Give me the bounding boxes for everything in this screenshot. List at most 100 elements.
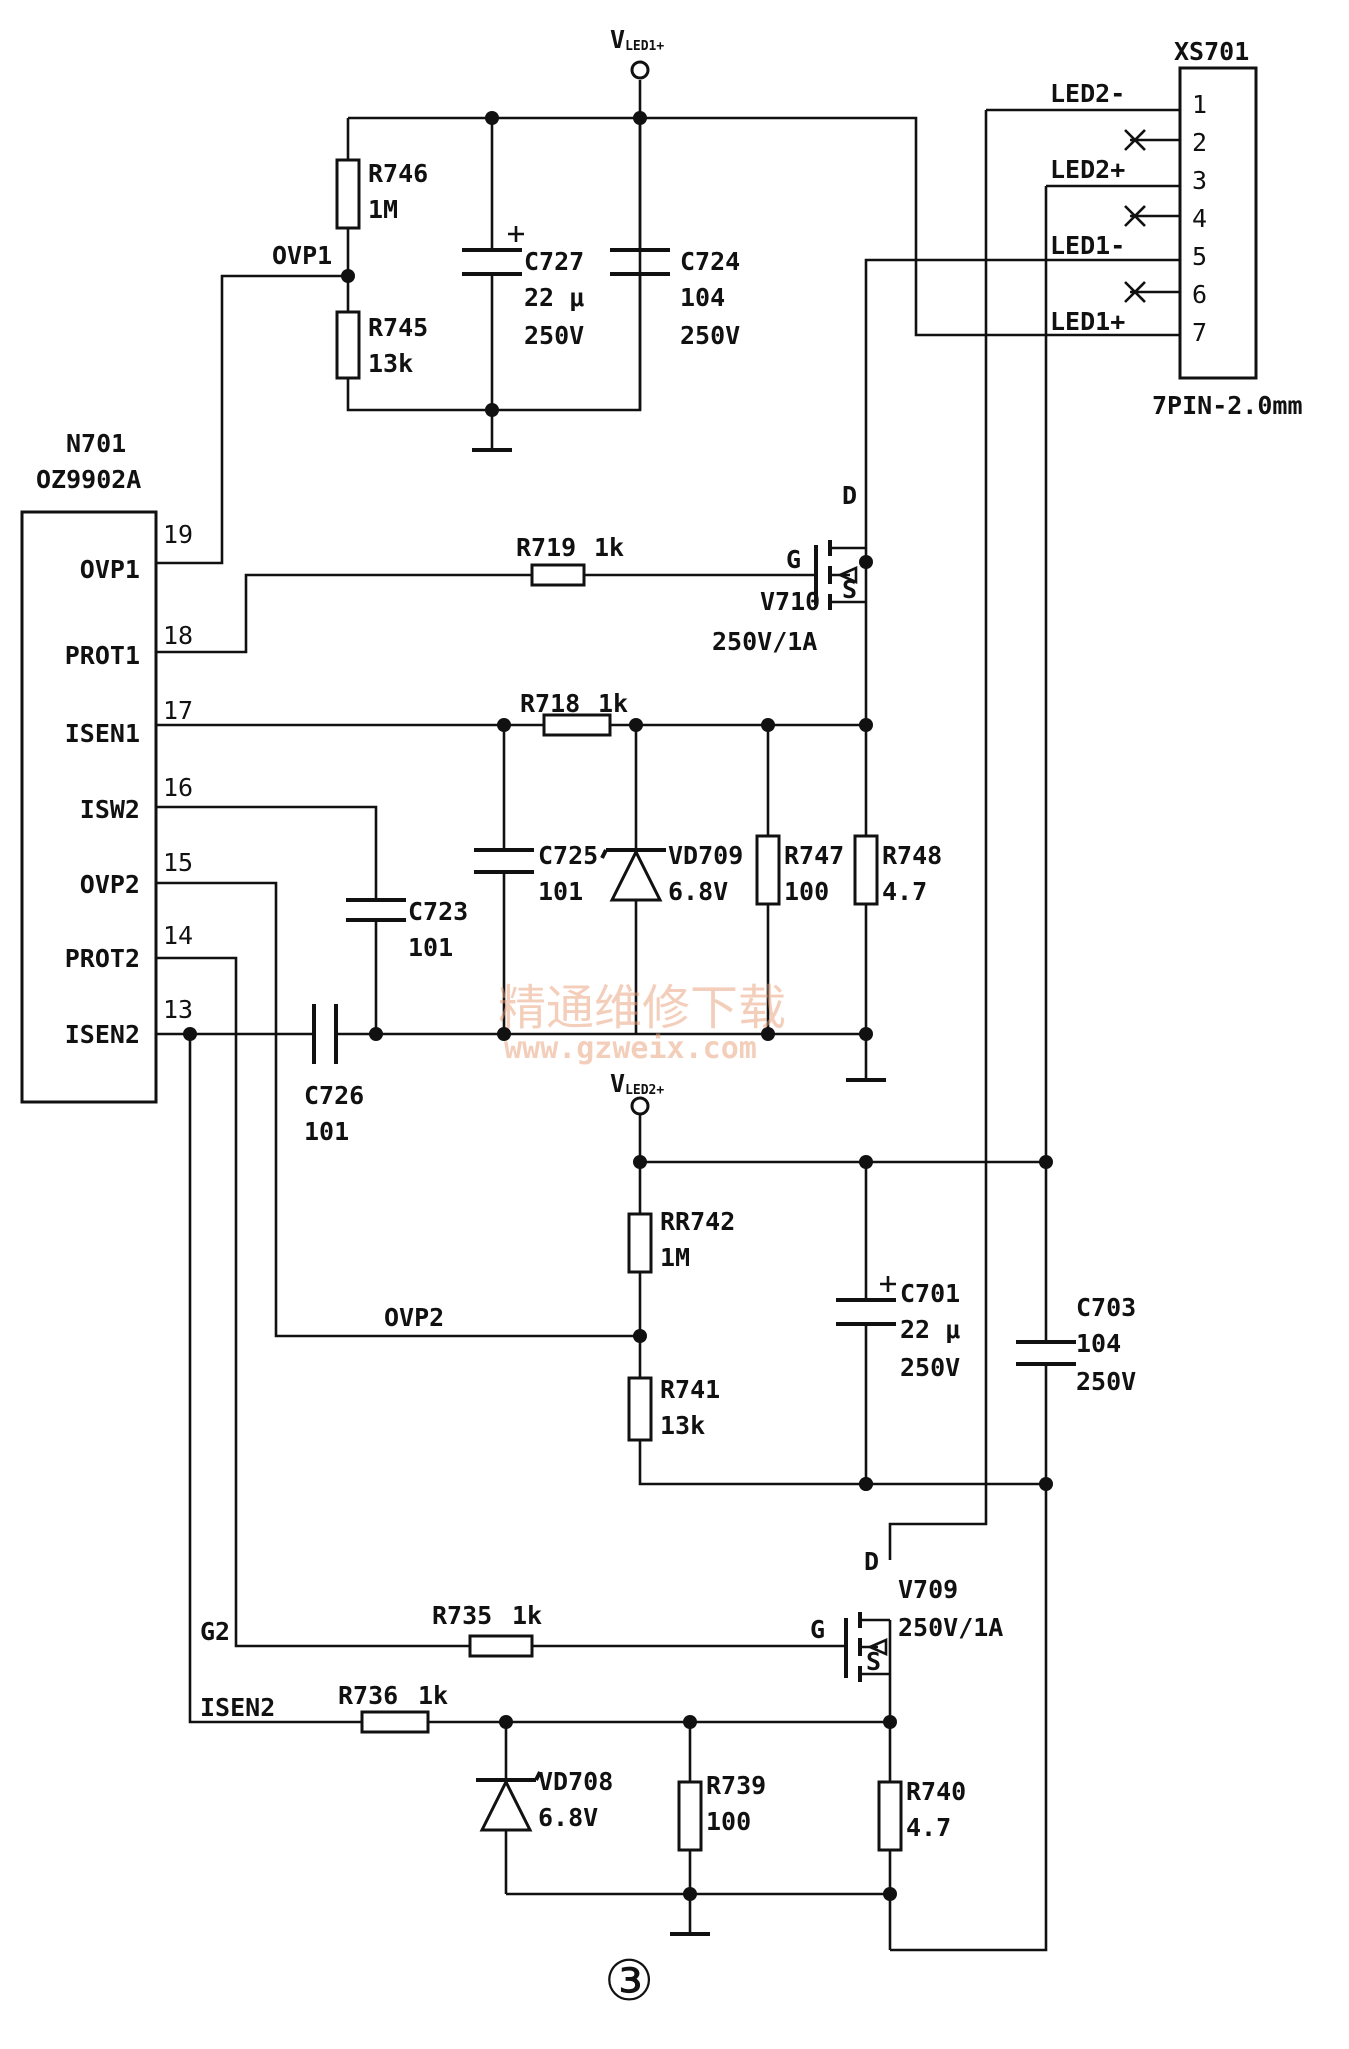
resistor-r740 xyxy=(877,1780,903,1852)
connector-body xyxy=(1178,66,1258,380)
c703-ref: C703 xyxy=(1076,1293,1136,1322)
watermark: 精通维修下载 www.gzweix.com xyxy=(498,980,786,1066)
capacitor-c701 xyxy=(836,1276,896,1326)
pin-no-19: 19 xyxy=(163,520,193,549)
junction-dot xyxy=(859,1155,873,1169)
pin-no-13: 13 xyxy=(163,995,193,1024)
r739-ref: R739 xyxy=(706,1771,766,1800)
supply-vled1: VLED1+ xyxy=(610,25,664,80)
pin-no-14: 14 xyxy=(163,921,193,950)
r718-ref: R718 xyxy=(520,689,580,718)
resistor-r741 xyxy=(627,1376,653,1442)
ground-symbols xyxy=(472,448,886,1936)
terminal-circle-icon xyxy=(630,1096,650,1116)
c724-ref: C724 xyxy=(680,247,740,276)
ic-ref: N701 xyxy=(66,429,126,458)
connector-type: 7PIN-2.0mm xyxy=(1152,391,1303,420)
r736-ref: R736 xyxy=(338,1681,398,1710)
c727-rating: 250V xyxy=(524,321,584,350)
junction-dot xyxy=(761,1027,775,1041)
vled2-label: VLED2+ xyxy=(610,1069,664,1098)
junction-dot xyxy=(633,1155,647,1169)
pin-name-prot2: PROT2 xyxy=(65,944,140,973)
v709-s: S xyxy=(866,1647,881,1676)
net-g2: G2 xyxy=(200,1617,230,1646)
signal-led1-minus: LED1- xyxy=(1050,231,1125,260)
connector-pin-2: 2 xyxy=(1192,128,1207,157)
v710-ref: V710 xyxy=(760,587,820,616)
v709-rating: 250V/1A xyxy=(898,1613,1003,1642)
junction-dot xyxy=(485,111,499,125)
v709-g: G xyxy=(810,1615,825,1644)
c724-rating: 250V xyxy=(680,321,740,350)
c701-value: 22 μ xyxy=(900,1315,960,1344)
r739-value: 100 xyxy=(706,1807,751,1836)
capacitor-c726 xyxy=(312,1004,338,1064)
signal-led2-minus: LED2- xyxy=(1050,79,1125,108)
junction-dot xyxy=(369,1027,383,1041)
connector-pin-5: 5 xyxy=(1192,242,1207,271)
resistor-r747 xyxy=(755,834,781,906)
r746-ref: R746 xyxy=(368,159,428,188)
no-connect-marks xyxy=(1124,129,1180,303)
watermark-cn: 精通维修下载 xyxy=(498,980,786,1036)
rr742-value: 1M xyxy=(660,1243,690,1272)
pin-name-isen2: ISEN2 xyxy=(65,1020,140,1049)
signal-led2-plus: LED2+ xyxy=(1050,155,1125,184)
junction-dot xyxy=(497,718,511,732)
c703-rating: 250V xyxy=(1076,1367,1136,1396)
v709-ref: V709 xyxy=(898,1575,958,1604)
signal-led1-plus: LED1+ xyxy=(1050,307,1125,336)
rr742-ref: RR742 xyxy=(660,1207,735,1236)
junction-dot xyxy=(633,111,647,125)
pin-name-ovp2: OVP2 xyxy=(80,870,140,899)
r745-value: 13k xyxy=(368,349,413,378)
r718-value: 1k xyxy=(598,689,628,718)
pin-name-isw2: ISW2 xyxy=(80,795,140,824)
r746-value: 1M xyxy=(368,195,398,224)
junction-dot xyxy=(859,1477,873,1491)
mosfet-v709 xyxy=(844,1612,890,1682)
pin-no-17: 17 xyxy=(163,696,193,725)
pin-name-prot1: PROT1 xyxy=(65,641,140,670)
pin-no-16: 16 xyxy=(163,773,193,802)
c725-ref: C725 xyxy=(538,841,598,870)
v710-rating: 250V/1A xyxy=(712,627,817,656)
c703-value: 104 xyxy=(1076,1329,1121,1358)
c727-ref: C727 xyxy=(524,247,584,276)
r735-ref: R735 xyxy=(432,1601,492,1630)
r719-value: 1k xyxy=(594,533,624,562)
connector-pin-6: 6 xyxy=(1192,280,1207,309)
zener-vd709 xyxy=(600,848,666,902)
connector-pin-3: 3 xyxy=(1192,166,1207,195)
resistor-r719 xyxy=(530,563,586,587)
r719-ref: R719 xyxy=(516,533,576,562)
r741-ref: R741 xyxy=(660,1375,720,1404)
resistor-r739 xyxy=(677,1780,703,1852)
junction-dot xyxy=(683,1887,697,1901)
r735-value: 1k xyxy=(512,1601,542,1630)
connector-pin-4: 4 xyxy=(1192,204,1207,233)
c723-ref: C723 xyxy=(408,897,468,926)
junction-dot xyxy=(183,1027,197,1041)
mosfet-v710 xyxy=(814,540,866,610)
c701-ref: C701 xyxy=(900,1279,960,1308)
connector-xs701: XS701 7PIN-2.0mm 1 2 3 4 5 6 7 LED2- LED… xyxy=(1050,37,1303,420)
junction-dots xyxy=(183,111,1053,1901)
figure-mark: ③ xyxy=(604,1949,654,2014)
junction-dot xyxy=(859,555,873,569)
v709-d: D xyxy=(864,1547,879,1576)
junction-dot xyxy=(1039,1477,1053,1491)
v710-d: D xyxy=(842,481,857,510)
pin-name-isen1: ISEN1 xyxy=(65,719,140,748)
connector-ref: XS701 xyxy=(1174,37,1249,66)
ic-n701: N701 OZ9902A OVP1 PROT1 ISEN1 ISW2 OVP2 … xyxy=(20,429,193,1104)
pin-no-18: 18 xyxy=(163,621,193,650)
watermark-url: www.gzweix.com xyxy=(504,1031,757,1066)
r740-ref: R740 xyxy=(906,1777,966,1806)
capacitor-c724 xyxy=(610,248,670,276)
junction-dot xyxy=(485,403,499,417)
v710-g: G xyxy=(786,545,801,574)
junction-dot xyxy=(761,718,775,732)
